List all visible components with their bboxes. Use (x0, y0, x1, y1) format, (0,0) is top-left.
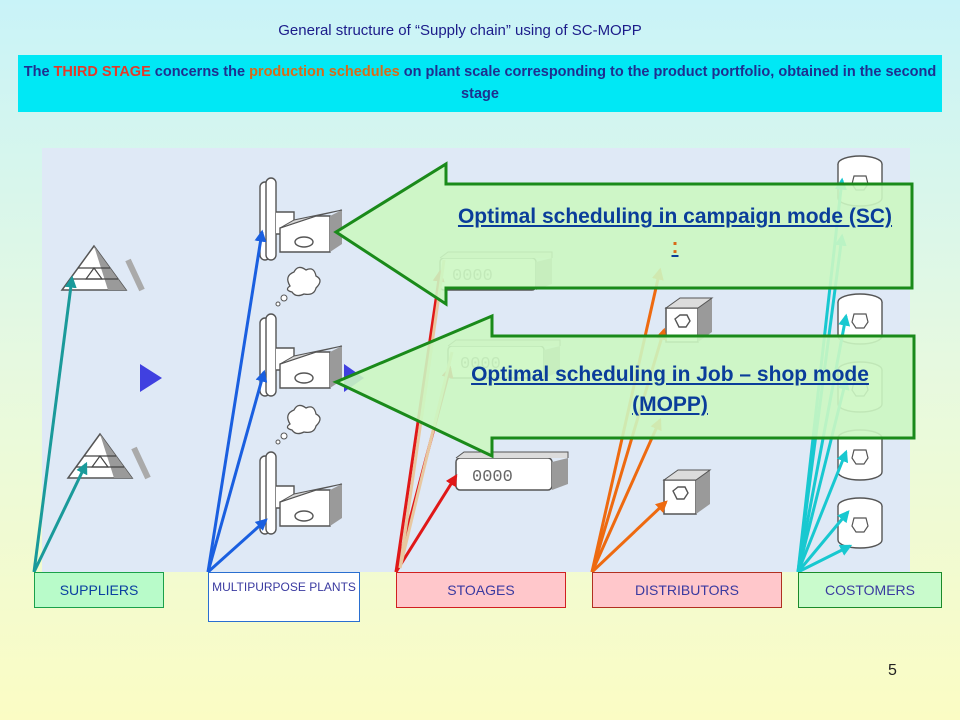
distributors-label: DISTRIBUTORS (592, 572, 782, 608)
campaign-mode-link[interactable]: Optimal scheduling in campaign mode (SC)… (455, 202, 895, 262)
smoke-cloud-icon (275, 404, 321, 445)
jobshop-mode-callout (332, 313, 916, 459)
storages-label: STOAGES (396, 572, 566, 608)
smoke-cloud-icon (275, 266, 321, 307)
supplier-pyramid-icon (68, 434, 148, 478)
banner-mid: concerns the (150, 64, 250, 80)
storage-display: 0000 (472, 468, 513, 487)
plant-factory-icon (259, 177, 343, 261)
multipurpose-plants-label: MULTIPURPOSE PLANTS (208, 572, 360, 622)
customer-barrel-icon (837, 497, 883, 549)
banner-rest: on plant scale corresponding to the prod… (399, 64, 937, 102)
campaign-mode-text: Optimal scheduling in campaign mode (SC) (457, 205, 893, 228)
plant-factory-icon (259, 451, 343, 535)
suppliers-label: SUPPLIERS (34, 572, 164, 608)
campaign-mode-callout (333, 161, 914, 307)
flow-triangle-icon (140, 364, 162, 392)
jobshop-mode-text: Optimal scheduling in Job – shop mode (M… (471, 363, 869, 416)
plant-factory-icon (259, 313, 343, 397)
supplier-arrows (32, 275, 88, 573)
jobshop-mode-link[interactable]: Optimal scheduling in Job – shop mode (M… (440, 360, 900, 420)
banner-prefix: The (23, 64, 54, 80)
campaign-mode-colon: : (671, 235, 679, 258)
slide-title: General structure of “Supply chain” usin… (278, 22, 642, 39)
supplier-pyramid-icon (62, 246, 142, 290)
distributor-warehouse-icon (663, 469, 711, 515)
banner-stage: THIRD STAGE (53, 64, 151, 80)
banner-schedules: production schedules (249, 64, 400, 80)
stage-banner: The THIRD STAGE concerns the production … (18, 55, 942, 112)
plant-arrows (206, 229, 268, 574)
page-number: 5 (888, 662, 897, 679)
customers-label: COSTOMERS (798, 572, 942, 608)
